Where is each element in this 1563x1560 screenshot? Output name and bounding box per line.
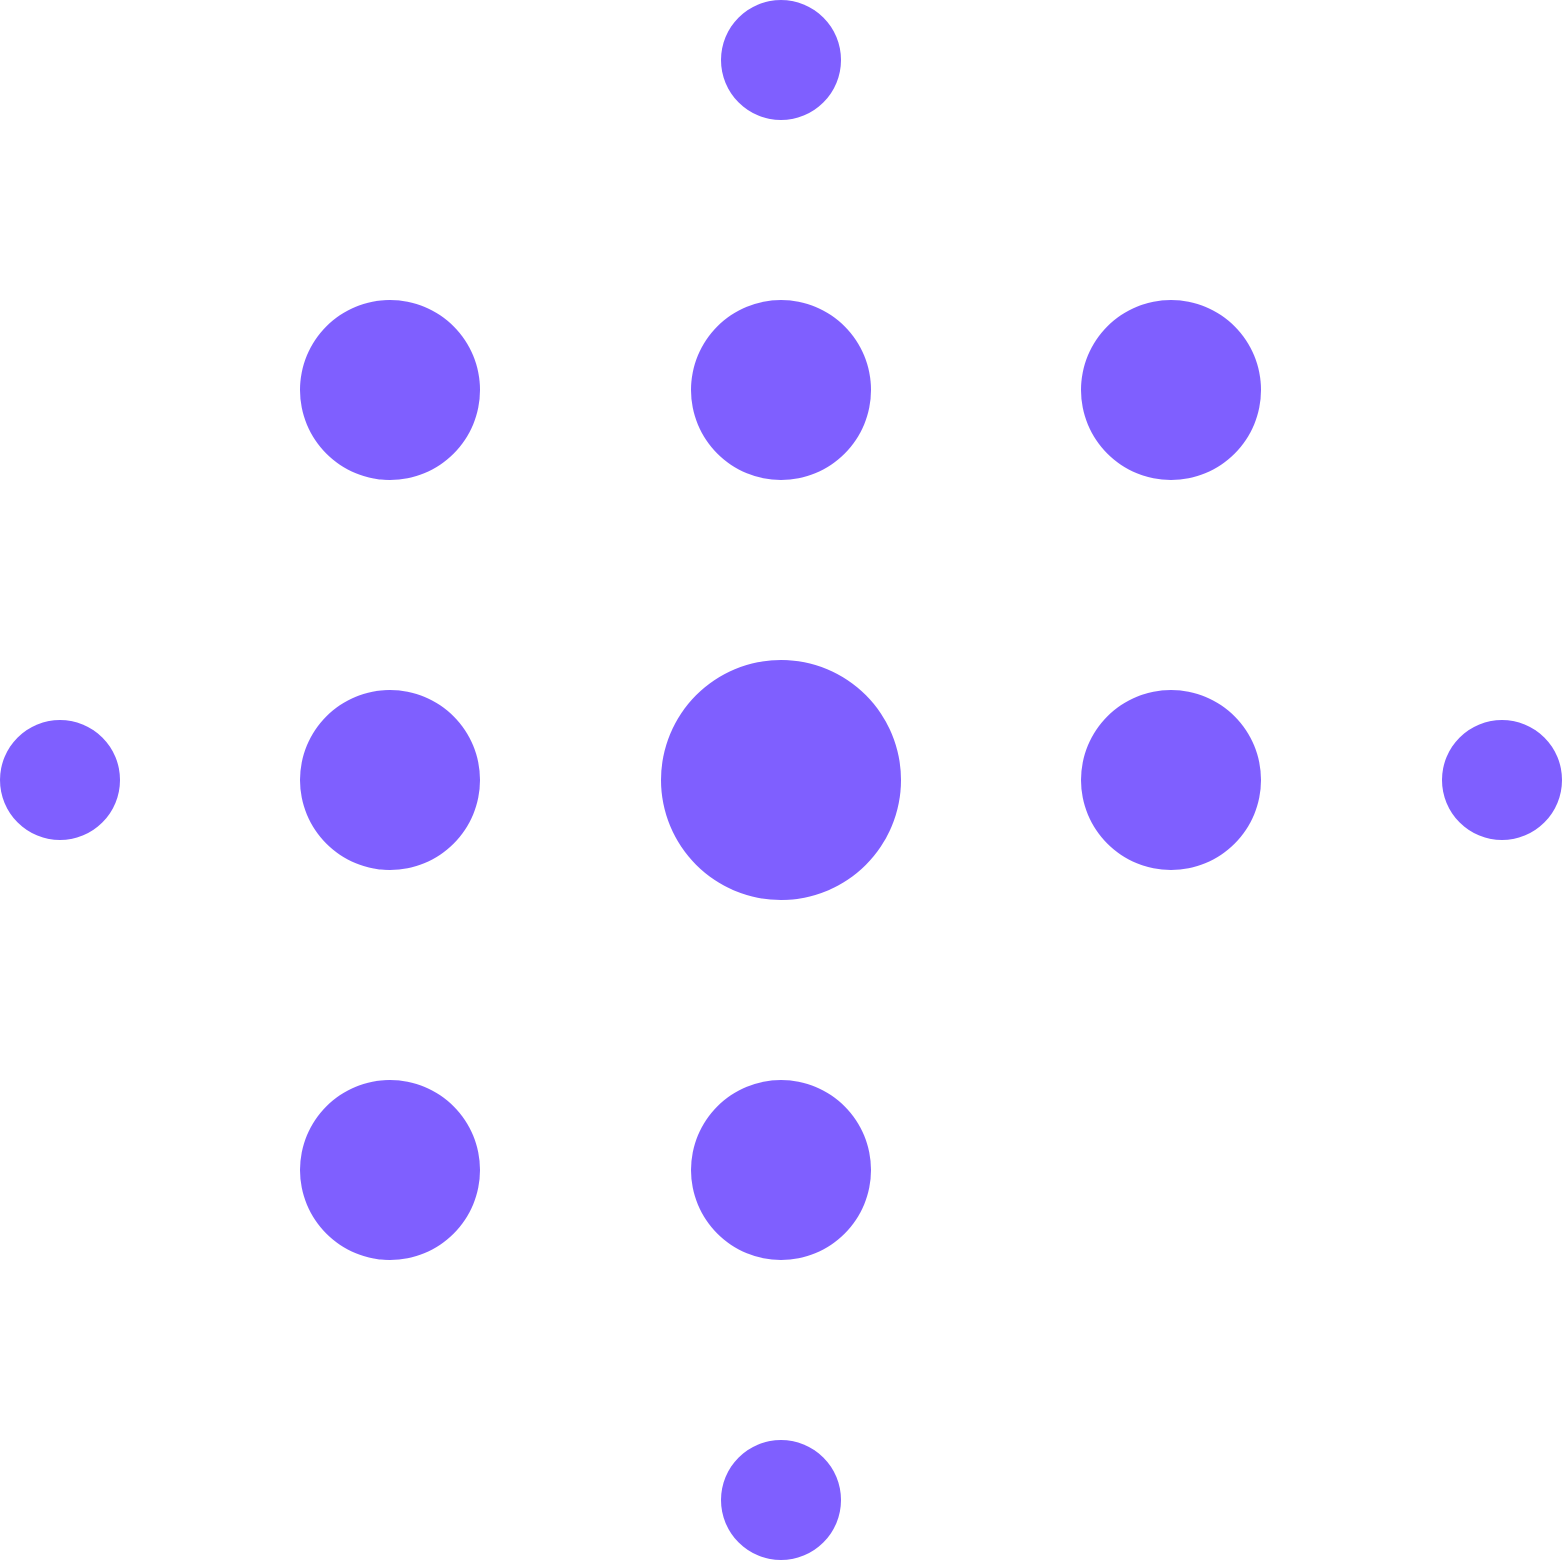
dot-upper-center <box>691 300 871 480</box>
dot-lower-center <box>691 1080 871 1260</box>
dot-middle-right <box>1081 690 1261 870</box>
dot-lower-left <box>300 1080 480 1260</box>
dot-middle-left <box>300 690 480 870</box>
dot-upper-left <box>300 300 480 480</box>
dot-top <box>721 0 841 120</box>
dot-far-right <box>1442 720 1562 840</box>
dot-upper-right <box>1081 300 1261 480</box>
dot-bottom <box>721 1440 841 1560</box>
dot-center <box>661 660 901 900</box>
dot-far-left <box>0 720 120 840</box>
